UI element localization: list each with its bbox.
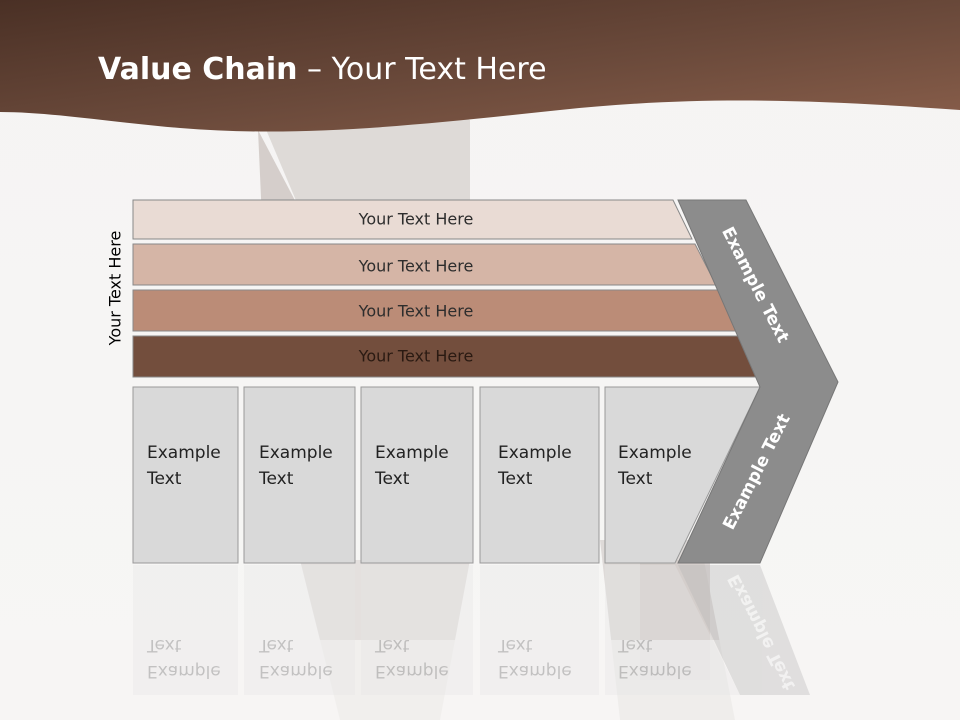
primary-cell-1-reflection-line2: Text	[147, 635, 182, 655]
support-row-3-label: Your Text Here	[358, 301, 474, 321]
support-row-4-label: Your Text Here	[358, 346, 474, 366]
primary-cell-4-reflection-line2: Text	[498, 635, 533, 655]
primary-cell-1-line1: Example	[147, 443, 221, 463]
primary-cell-3	[360, 386, 474, 564]
primary-cell-2-reflection-line1: Example	[259, 661, 333, 681]
primary-cell-5-line2: Text	[618, 469, 653, 489]
primary-cell-5-reflection-line1: Example	[618, 661, 692, 681]
primary-cell-3-reflection-line2: Text	[375, 635, 410, 655]
title-bold: Value Chain	[98, 52, 298, 87]
title-rest: – Your Text Here	[297, 52, 547, 87]
margin-chevron	[677, 199, 839, 564]
primary-cell-4-line1: Example	[498, 443, 572, 463]
primary-cell-3-reflection: Example Text	[375, 632, 449, 684]
primary-cell-3-line2: Text	[375, 469, 410, 489]
cells-reflection	[133, 565, 810, 695]
primary-cell-3-line1: Example	[375, 443, 449, 463]
primary-cell-2-line1: Example	[259, 443, 333, 463]
primary-cell-4-reflection: Example Text	[498, 632, 572, 684]
support-row-2-label: Your Text Here	[358, 256, 474, 276]
primary-cell-5-reflection-line2: Text	[618, 635, 653, 655]
support-row-1-label: Your Text Here	[358, 209, 474, 229]
primary-cell-4	[479, 386, 600, 564]
primary-cell-2-reflection-line2: Text	[259, 635, 294, 655]
support-row-1	[132, 199, 693, 240]
primary-cell-5	[604, 386, 761, 564]
primary-cell-1-line2: Text	[147, 469, 182, 489]
primary-cell-4-line2: Text	[498, 469, 533, 489]
header-band	[0, 0, 960, 132]
primary-cell-1-reflection-line1: Example	[147, 661, 221, 681]
primary-cell-1-reflection: Example Text	[147, 632, 221, 684]
primary-cell-1	[132, 386, 239, 564]
page-title: Value Chain – Your Text Here	[98, 52, 547, 87]
primary-cell-5-line1: Example	[618, 443, 692, 463]
primary-cell-2-reflection: Example Text	[259, 632, 333, 684]
primary-cell-5-reflection: Example Text	[618, 632, 692, 684]
primary-cell-4-reflection-line1: Example	[498, 661, 572, 681]
primary-cell-3-reflection-line1: Example	[375, 661, 449, 681]
primary-cell-2	[243, 386, 356, 564]
primary-cell-2-line2: Text	[259, 469, 294, 489]
